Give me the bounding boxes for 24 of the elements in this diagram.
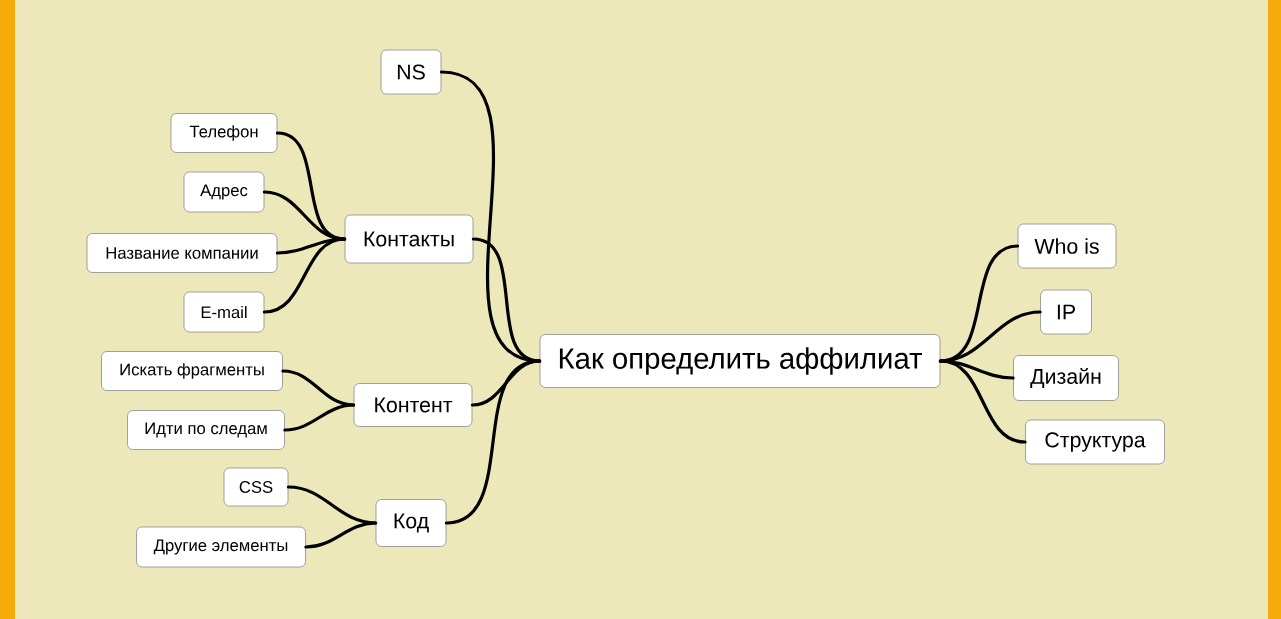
central-topic-box: Как определить аффилиат — [539, 334, 941, 388]
branch-line — [938, 359, 1015, 380]
branch-line — [304, 521, 378, 549]
branch-line — [275, 237, 347, 255]
subtopic-box: Название компании — [86, 233, 278, 273]
subtopic-box: Телефон — [170, 113, 278, 153]
topic-box: Контент — [353, 383, 473, 427]
branch-line — [262, 237, 347, 314]
topic-box: Who is — [1017, 223, 1117, 269]
subtopic-box: Идти по следам — [127, 410, 285, 450]
topic-box: Код — [375, 499, 447, 547]
subtopic-box: Искать фрагменты — [101, 351, 283, 391]
subtopic-box: E-mail — [183, 291, 265, 333]
branch-line — [283, 403, 356, 432]
subtopic-box: Адрес — [183, 171, 265, 213]
topic-box: Контакты — [344, 214, 474, 264]
topic-box: Структура — [1025, 419, 1165, 465]
topic-box: Дизайн — [1013, 355, 1119, 401]
topic-box: IP — [1040, 289, 1092, 335]
branch-line — [444, 359, 542, 525]
topic-box: NS — [380, 49, 442, 95]
subtopic-box: CSS — [223, 467, 289, 507]
branch-line — [938, 359, 1027, 444]
subtopic-box: Другие элементы — [136, 526, 306, 568]
